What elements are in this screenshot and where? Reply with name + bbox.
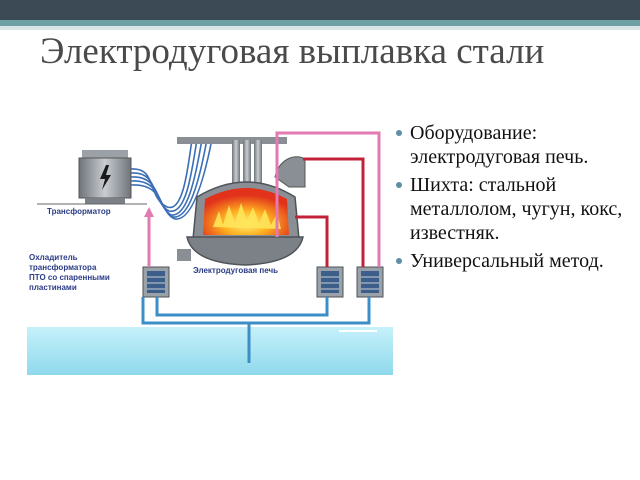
bullet-dot	[396, 258, 402, 264]
bullet-item-method: Универсальный метод.	[394, 249, 634, 273]
white-return-lines	[165, 304, 377, 332]
svg-text:трансформатора: трансформатора	[29, 263, 97, 272]
svg-text:ПТО со спаренными: ПТО со спаренными	[29, 273, 110, 282]
bullet-dot	[396, 182, 402, 188]
bullet-text-charge: Шихта: стальной металлолом, чугун, кокс,…	[410, 174, 623, 244]
svg-text:Охладитель: Охладитель	[29, 253, 78, 262]
bullet-list: Оборудование: электродуговая печь. Шихта…	[394, 121, 634, 277]
label-furnace: Электродуговая печь	[193, 266, 278, 275]
label-cooler: Охладитель трансформатора ПТО со спаренн…	[29, 253, 110, 292]
top-bar-light	[0, 26, 640, 30]
water-reservoir	[27, 327, 393, 375]
heat-exchanger-middle	[316, 266, 344, 298]
slide-title: Электродуговая выплавка стали	[40, 31, 545, 72]
heat-exchanger-right	[356, 266, 384, 298]
furnace-diagram: Трансформатор Электродуговая печь Охлади…	[27, 131, 393, 375]
electrodes	[232, 140, 262, 200]
bullet-text-method: Универсальный метод.	[410, 250, 604, 272]
bullet-text-equipment: Оборудование: электродуговая печь.	[410, 122, 589, 168]
top-bar-dark	[0, 0, 640, 20]
red-pipes	[295, 157, 365, 267]
pink-pipes	[147, 131, 381, 267]
top-bar-accent	[0, 20, 640, 26]
exhaust-duct	[274, 156, 306, 188]
bullet-dot	[396, 130, 402, 136]
bullet-item-charge: Шихта: стальной металлолом, чугун, кокс,…	[394, 173, 634, 245]
svg-text:пластинами: пластинами	[29, 283, 77, 292]
pink-arrow	[144, 207, 154, 217]
lightning-icon	[100, 165, 111, 190]
cable-bundle	[130, 138, 213, 220]
label-transformer: Трансформатор	[47, 207, 111, 216]
transformer	[78, 150, 132, 204]
furnace	[177, 181, 304, 266]
heat-exchanger-left	[142, 266, 170, 298]
blue-pipes	[141, 297, 371, 363]
bullet-item-equipment: Оборудование: электродуговая печь.	[394, 121, 634, 169]
